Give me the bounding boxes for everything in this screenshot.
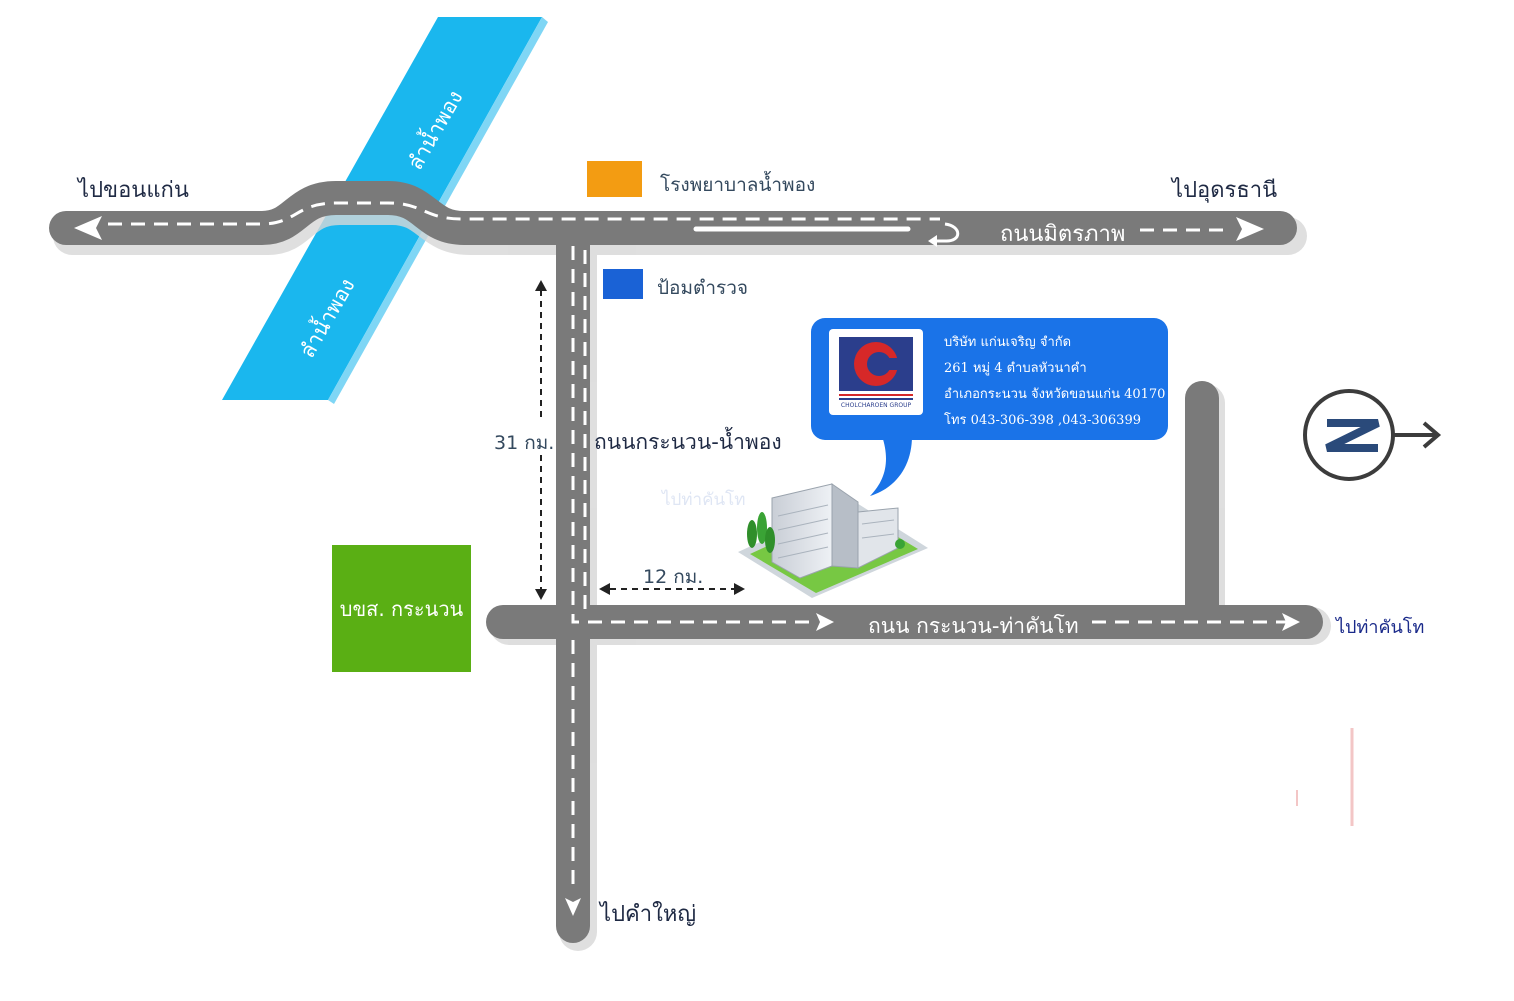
hospital-marker — [587, 161, 642, 197]
compass-icon — [1303, 389, 1442, 481]
cholcharoen-logo-icon — [839, 337, 913, 400]
company-address-line-2: อำเภอกระนวน จังหวัดขอนแก่น 40170 — [944, 387, 1166, 402]
police-box-label: ป้อมตำรวจ — [657, 277, 749, 299]
kranuan-thakhantho-road-label: ถนน กระนวน-ท่าคันโท — [868, 614, 1079, 638]
bus-station-marker: บขส. กระนวน — [332, 545, 471, 672]
hospital-label: โรงพยาบาลน้ำพอง — [660, 174, 816, 196]
arrow-east-icon — [1236, 217, 1264, 241]
distance-horizontal-label: 12 กม. — [643, 566, 704, 588]
company-building-icon — [738, 483, 928, 598]
company-logo: CHOLCHAROEN GROUP — [829, 329, 923, 415]
distance-marker-horizontal — [599, 583, 745, 595]
to-tha-khantho-label: ไปท่าคันโท — [1336, 617, 1425, 638]
friendship-road-label: ถนนมิตรภาพ — [1000, 222, 1126, 247]
to-kham-yai-label: ไปคำใหญ่ — [600, 902, 697, 927]
to-udon-thani-label: ไปอุดรธานี — [1172, 178, 1278, 203]
kranuan-nampong-road-label: ถนนกระนวน-น้ำพอง — [594, 430, 782, 454]
company-name: บริษัท แก่นเจริญ จำกัด — [944, 335, 1072, 350]
company-info-text: บริษัท แก่นเจริญ จำกัด 261 หมู่ 4 ตำบลหั… — [944, 330, 1165, 434]
to-khon-kaen-label: ไปขอนแก่น — [78, 178, 189, 203]
company-phone: โทร 043-306-398 ,043-306399 — [944, 413, 1141, 428]
bus-station-label: บขส. กระนวน — [339, 596, 464, 621]
police-box-marker — [603, 269, 643, 299]
company-address-line-1: 261 หมู่ 4 ตำบลหัวนาคำ — [944, 361, 1087, 376]
arrow-west-icon — [74, 216, 102, 240]
to-tha-khantho-faded-label: ไปท่าคันโท — [662, 490, 746, 510]
company-info-callout: CHOLCHAROEN GROUP บริษัท แก่นเจริญ จำกัด… — [811, 318, 1168, 440]
friendship-road — [49, 181, 1297, 245]
arrow-east-icon — [1282, 613, 1300, 631]
arrow-east-icon — [816, 613, 834, 631]
distance-vertical-label: 31 กม. — [494, 432, 555, 454]
bubble-pointer — [870, 436, 912, 496]
logo-caption: CHOLCHAROEN GROUP — [840, 402, 912, 409]
arrow-south-icon — [565, 898, 581, 916]
